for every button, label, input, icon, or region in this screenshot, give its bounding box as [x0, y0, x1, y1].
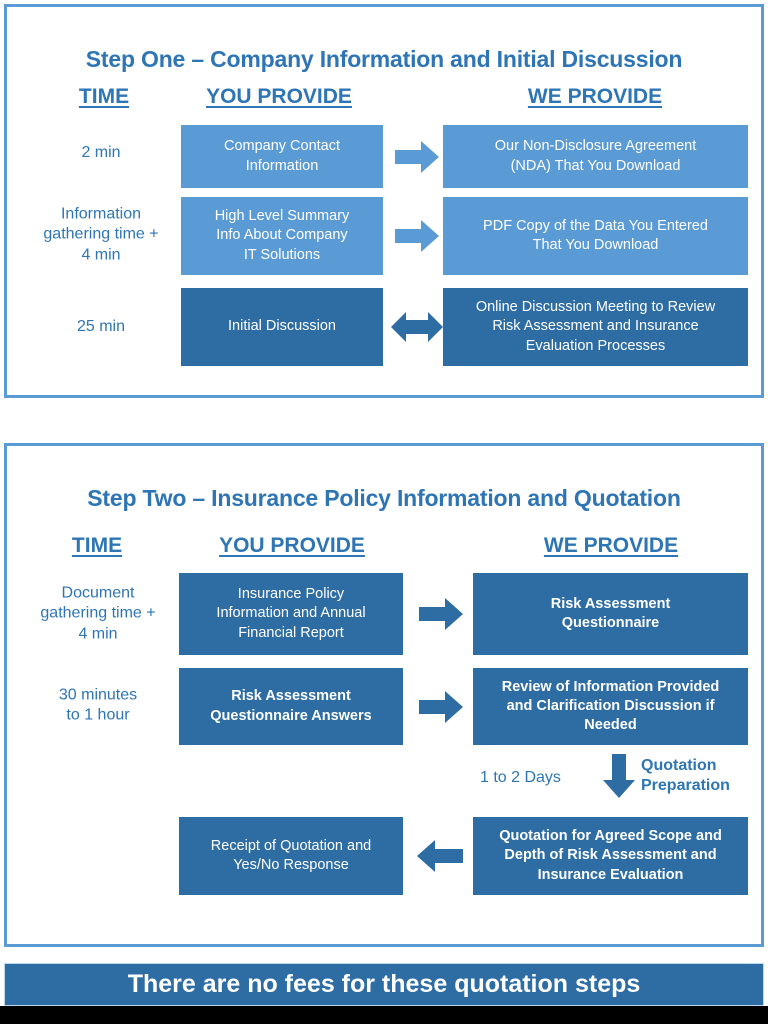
step-two-row-3-you-provide-box: Receipt of Quotation and Yes/No Response [179, 817, 403, 895]
arrow-right-icon [419, 691, 463, 723]
step-two-row-1-we-provide-box: Risk Assessment Questionnaire [473, 573, 748, 655]
step-one-column-header-we-provide: WE PROVIDE [527, 85, 663, 108]
step-two-panel: Step Two – Insurance Policy Information … [4, 443, 764, 947]
step-one-row-3-you-provide-box: Initial Discussion [181, 288, 383, 366]
step-one-row-2-time: Information gathering time + 4 min [43, 205, 159, 264]
step-two-title: Step Two – Insurance Policy Information … [87, 485, 681, 512]
step-one-column-header-time: TIME [78, 85, 130, 108]
step-one-column-header-you-provide: YOU PROVIDE [206, 85, 352, 108]
step-two-column-header-we-provide: WE PROVIDE [543, 534, 679, 557]
step-one-row-3-we-provide-box: Online Discussion Meeting to Review Risk… [443, 288, 748, 366]
step-one-panel: Step One – Company Information and Initi… [4, 4, 764, 398]
footer-black-strip [0, 1006, 768, 1024]
step-two-row-3-we-provide-box: Quotation for Agreed Scope and Depth of … [473, 817, 748, 895]
step-two-row-1-time: Document gathering time + 4 min [40, 584, 156, 643]
step-two-column-header-you-provide: YOU PROVIDE [219, 534, 365, 557]
step-one-row-2-you-provide-box: High Level Summary Info About Company IT… [181, 197, 383, 275]
step-two-row-2-you-provide-box: Risk Assessment Questionnaire Answers [179, 668, 403, 745]
transition-activity-label: Quotation Preparation [641, 757, 730, 794]
step-two-row-2-we-provide-box: Review of Information Provided and Clari… [473, 668, 748, 745]
step-two-row-2-time: 30 minutes to 1 hour [58, 686, 138, 724]
arrow-left-icon [417, 840, 463, 872]
step-one-row-1-time: 2 min [81, 143, 121, 161]
footer-banner: There are no fees for these quotation st… [4, 963, 764, 1006]
transition-duration-label: 1 to 2 Days [480, 769, 561, 786]
arrow-down-icon [603, 754, 635, 798]
arrow-right-icon [419, 598, 463, 630]
step-two-column-header-time: TIME [71, 534, 123, 557]
arrow-right-icon [395, 220, 439, 252]
step-one-row-3-time: 25 min [76, 317, 126, 335]
step-one-row-2-we-provide-box: PDF Copy of the Data You Entered That Yo… [443, 197, 748, 275]
step-one-row-1-we-provide-box: Our Non-Disclosure Agreement (NDA) That … [443, 125, 748, 188]
step-one-title: Step One – Company Information and Initi… [85, 46, 683, 73]
arrow-right-icon [395, 141, 439, 173]
arrow-left-right-icon [391, 310, 443, 344]
step-two-row-1-you-provide-box: Insurance Policy Information and Annual … [179, 573, 403, 655]
step-one-row-1-you-provide-box: Company Contact Information [181, 125, 383, 188]
